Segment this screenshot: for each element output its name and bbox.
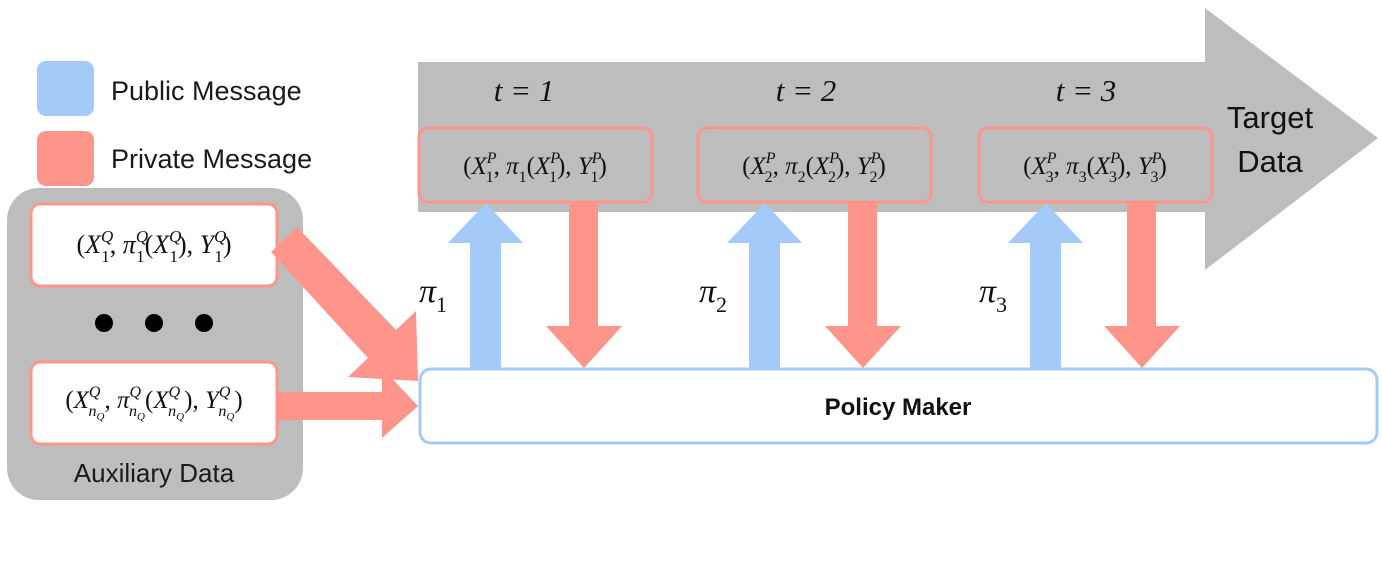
time-step-2-label: t = 2 — [776, 73, 837, 108]
step-1-public-arrow — [448, 203, 523, 369]
time-step-1-label: t = 1 — [494, 73, 555, 108]
target-data-timeline-arrow — [418, 8, 1378, 270]
step-3-public-arrow — [1008, 203, 1083, 369]
step-1-target-tuple-box — [417, 126, 654, 204]
auxiliary-data-title: Auxiliary Data — [74, 458, 235, 488]
step-2-public-arrow — [727, 203, 802, 369]
time-step-3-label: t = 3 — [1056, 73, 1117, 108]
private-message-swatch — [37, 131, 94, 186]
public-message-label: Public Message — [111, 76, 302, 106]
public-message-swatch — [37, 61, 94, 116]
step-3-private-arrow — [1104, 203, 1180, 368]
auxiliary-last-to-policy-arrow — [277, 368, 418, 438]
step-3-target-tuple-box — [977, 126, 1214, 204]
private-message-label: Private Message — [111, 144, 312, 174]
step-1-policy-label: π1 — [419, 273, 447, 317]
policy-maker-label: Policy Maker — [825, 394, 972, 421]
step-1-private-arrow — [546, 203, 622, 368]
auxiliary-first-to-policy-arrow — [271, 227, 418, 381]
target-data-label: Target — [1227, 100, 1314, 135]
target-data-label-line2: Data — [1237, 144, 1303, 179]
auxiliary-entry-first — [29, 202, 279, 288]
step-2-target-tuple-box — [696, 126, 933, 204]
step-3-policy-label: π3 — [979, 273, 1007, 317]
step-2-policy-label: π2 — [699, 273, 727, 317]
step-2-private-arrow — [825, 203, 901, 368]
auxiliary-ellipsis — [95, 314, 213, 332]
policy-maker-box — [418, 367, 1379, 445]
